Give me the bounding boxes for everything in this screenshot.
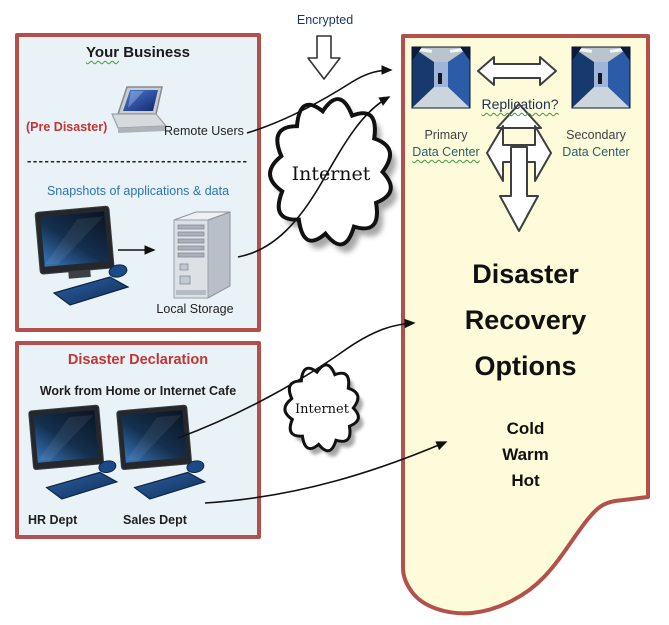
work-from-home-label: Work from Home or Internet Cafe	[39, 384, 237, 398]
arrow-remote-users-to-primary-dc	[246, 65, 393, 134]
option-warm: Warm	[502, 445, 549, 464]
encrypted-down-arrow-icon	[307, 35, 341, 80]
option-hot: Hot	[511, 471, 540, 490]
encrypted-label: Encrypted	[275, 11, 375, 29]
replication-double-arrow-icon	[477, 56, 557, 86]
hr-dept-label: HR Dept	[28, 513, 78, 527]
your-business-title: Your Business	[86, 44, 190, 61]
replication-label: Replication?	[481, 96, 559, 112]
local-storage-label: Local Storage	[156, 302, 234, 316]
disaster-declaration-box	[15, 341, 261, 539]
cloud2-label: Internet	[295, 402, 350, 417]
pre-disaster-label: (Pre Disaster)	[26, 120, 108, 134]
disaster-declaration-title: Disaster Declaration	[67, 352, 209, 368]
disaster-recovery-options-title: Disaster Recovery Options	[464, 259, 587, 381]
your-business-box	[15, 33, 261, 332]
internet-cloud-1: Internet	[270, 99, 397, 253]
snapshots-label: Snapshots of applications & data	[46, 184, 230, 198]
divider-dashes: --------------------------------------	[27, 153, 247, 168]
secondary-datacenter-label: Secondary Data Center	[562, 128, 630, 159]
remote-users-label: Remote Users	[164, 124, 244, 138]
threeway-arrow-icon	[486, 103, 552, 232]
internet-cloud-2: Internet	[283, 363, 364, 457]
sales-dept-label: Sales Dept	[123, 513, 187, 527]
primary-datacenter-label: Primary Data Center	[412, 128, 480, 159]
recovery-options-list: Cold Warm Hot	[403, 416, 648, 494]
encrypted-text: Encrypted	[296, 13, 354, 27]
option-cold: Cold	[506, 419, 545, 438]
cloud1-label: Internet	[292, 163, 371, 185]
